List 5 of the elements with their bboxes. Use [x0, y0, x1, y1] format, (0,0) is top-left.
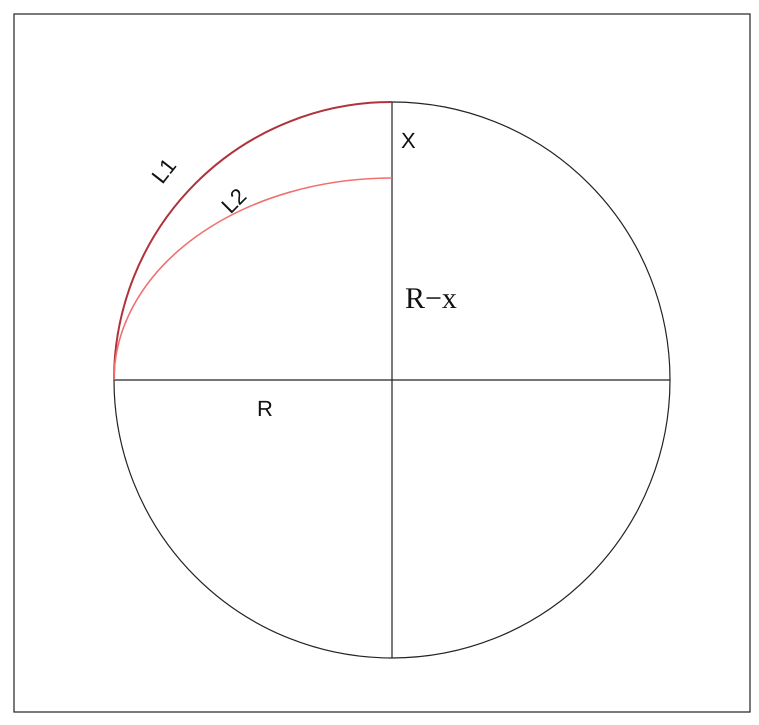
arc-label: L1: [148, 154, 180, 188]
segment-label: X: [401, 130, 416, 152]
curve-label: L2: [218, 184, 251, 218]
segment-label: R−x: [405, 284, 457, 314]
radius-label: R: [257, 398, 273, 420]
